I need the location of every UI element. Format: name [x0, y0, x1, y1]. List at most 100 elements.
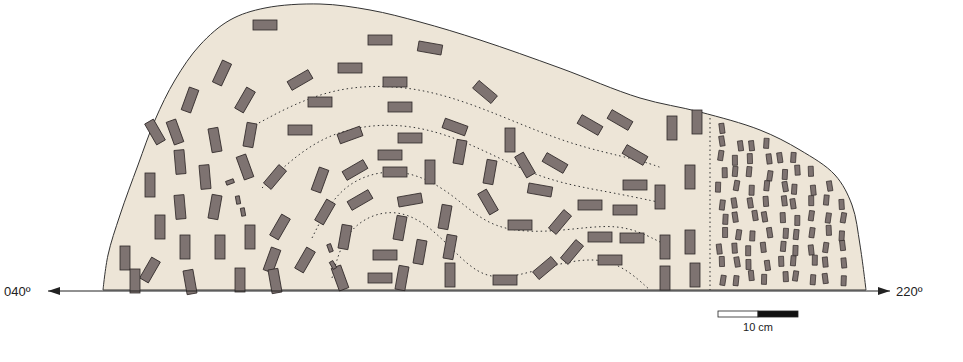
clast [749, 140, 755, 150]
clast [732, 243, 738, 253]
outcrop-outline [103, 4, 866, 290]
clast [442, 118, 468, 136]
clast [453, 139, 467, 164]
clast [327, 244, 333, 253]
clast [826, 181, 833, 192]
clast [560, 240, 583, 265]
clast [823, 242, 829, 253]
clast [780, 213, 785, 223]
clast [764, 138, 770, 148]
clast [338, 63, 362, 73]
clast [145, 119, 166, 145]
clast [235, 196, 240, 205]
clast [368, 35, 392, 45]
clast [368, 273, 392, 283]
clast [839, 199, 845, 209]
clast [378, 150, 402, 160]
clast [719, 136, 726, 147]
clast [790, 256, 796, 266]
clast [393, 215, 407, 240]
clast [660, 235, 670, 259]
clast [808, 245, 814, 255]
clast [398, 133, 422, 143]
clast [779, 256, 784, 266]
clast [733, 275, 739, 285]
clast [841, 276, 846, 286]
clast [655, 185, 665, 209]
clast [826, 225, 831, 235]
clast [413, 239, 427, 264]
clast [747, 154, 752, 164]
clast [735, 229, 741, 240]
clast [791, 184, 797, 194]
clast [253, 20, 277, 30]
clast [723, 214, 728, 224]
clast [311, 167, 329, 193]
clast [810, 185, 816, 195]
clast [840, 212, 847, 223]
scale-bar [758, 311, 798, 317]
clast [782, 169, 787, 179]
clast [226, 179, 235, 185]
clast [783, 228, 789, 238]
clast [215, 235, 225, 259]
clast [760, 242, 766, 252]
clast [690, 263, 700, 287]
clast [723, 227, 728, 237]
arrow-head [878, 287, 890, 295]
clast [425, 160, 435, 184]
clast [737, 141, 743, 152]
clast [752, 210, 758, 221]
orientation-line [48, 291, 890, 292]
clast [347, 190, 373, 211]
clast [337, 126, 363, 144]
clast [120, 246, 130, 270]
clast [533, 256, 558, 279]
clast [822, 273, 828, 284]
clast [795, 215, 800, 225]
arrow-head [48, 287, 60, 295]
clast [235, 87, 256, 113]
clast [812, 255, 817, 265]
fold-trace [255, 86, 662, 168]
clast [174, 195, 186, 220]
clast [822, 257, 828, 267]
clast [245, 225, 255, 249]
clast [445, 263, 455, 287]
clast [236, 154, 254, 180]
clast [732, 212, 738, 223]
clast [839, 231, 845, 241]
clast [578, 200, 602, 210]
clast [478, 189, 499, 215]
clast [792, 271, 798, 282]
clast [685, 230, 695, 254]
fold-traces [255, 86, 710, 290]
clasts [120, 20, 847, 295]
clast [338, 224, 352, 249]
clast [667, 116, 677, 140]
clast [288, 125, 312, 135]
clast [287, 70, 313, 91]
clast [749, 185, 754, 195]
clast [515, 152, 536, 178]
clast [764, 181, 770, 191]
clast [208, 127, 222, 152]
clast [166, 119, 184, 145]
clast [613, 205, 637, 215]
clast [243, 122, 257, 147]
clast [719, 123, 725, 134]
clast [383, 167, 407, 177]
clast [268, 268, 282, 293]
clast [505, 128, 515, 152]
clast [718, 150, 724, 161]
clast [577, 115, 603, 136]
clast [607, 110, 633, 131]
clast [145, 173, 155, 197]
clast [395, 265, 409, 290]
clast [263, 165, 286, 190]
azimuth-label: 040º [4, 285, 30, 298]
clast [660, 266, 670, 290]
clast [732, 155, 737, 165]
clast [810, 275, 816, 285]
clast [483, 159, 497, 184]
